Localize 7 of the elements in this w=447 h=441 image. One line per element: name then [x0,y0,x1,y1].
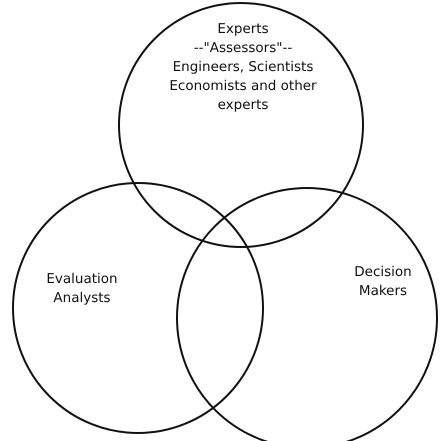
circle-label: Decision Makers [353,263,413,301]
circle-label: --"Assessors"-- Engineers, Scientists Economists and other experts [168,39,318,115]
circle-label: Evaluation Analysts [45,270,119,308]
venn-circle [118,2,364,248]
circle-label: Experts [216,20,270,39]
venn-circle [176,187,438,441]
venn-circle [12,182,264,434]
